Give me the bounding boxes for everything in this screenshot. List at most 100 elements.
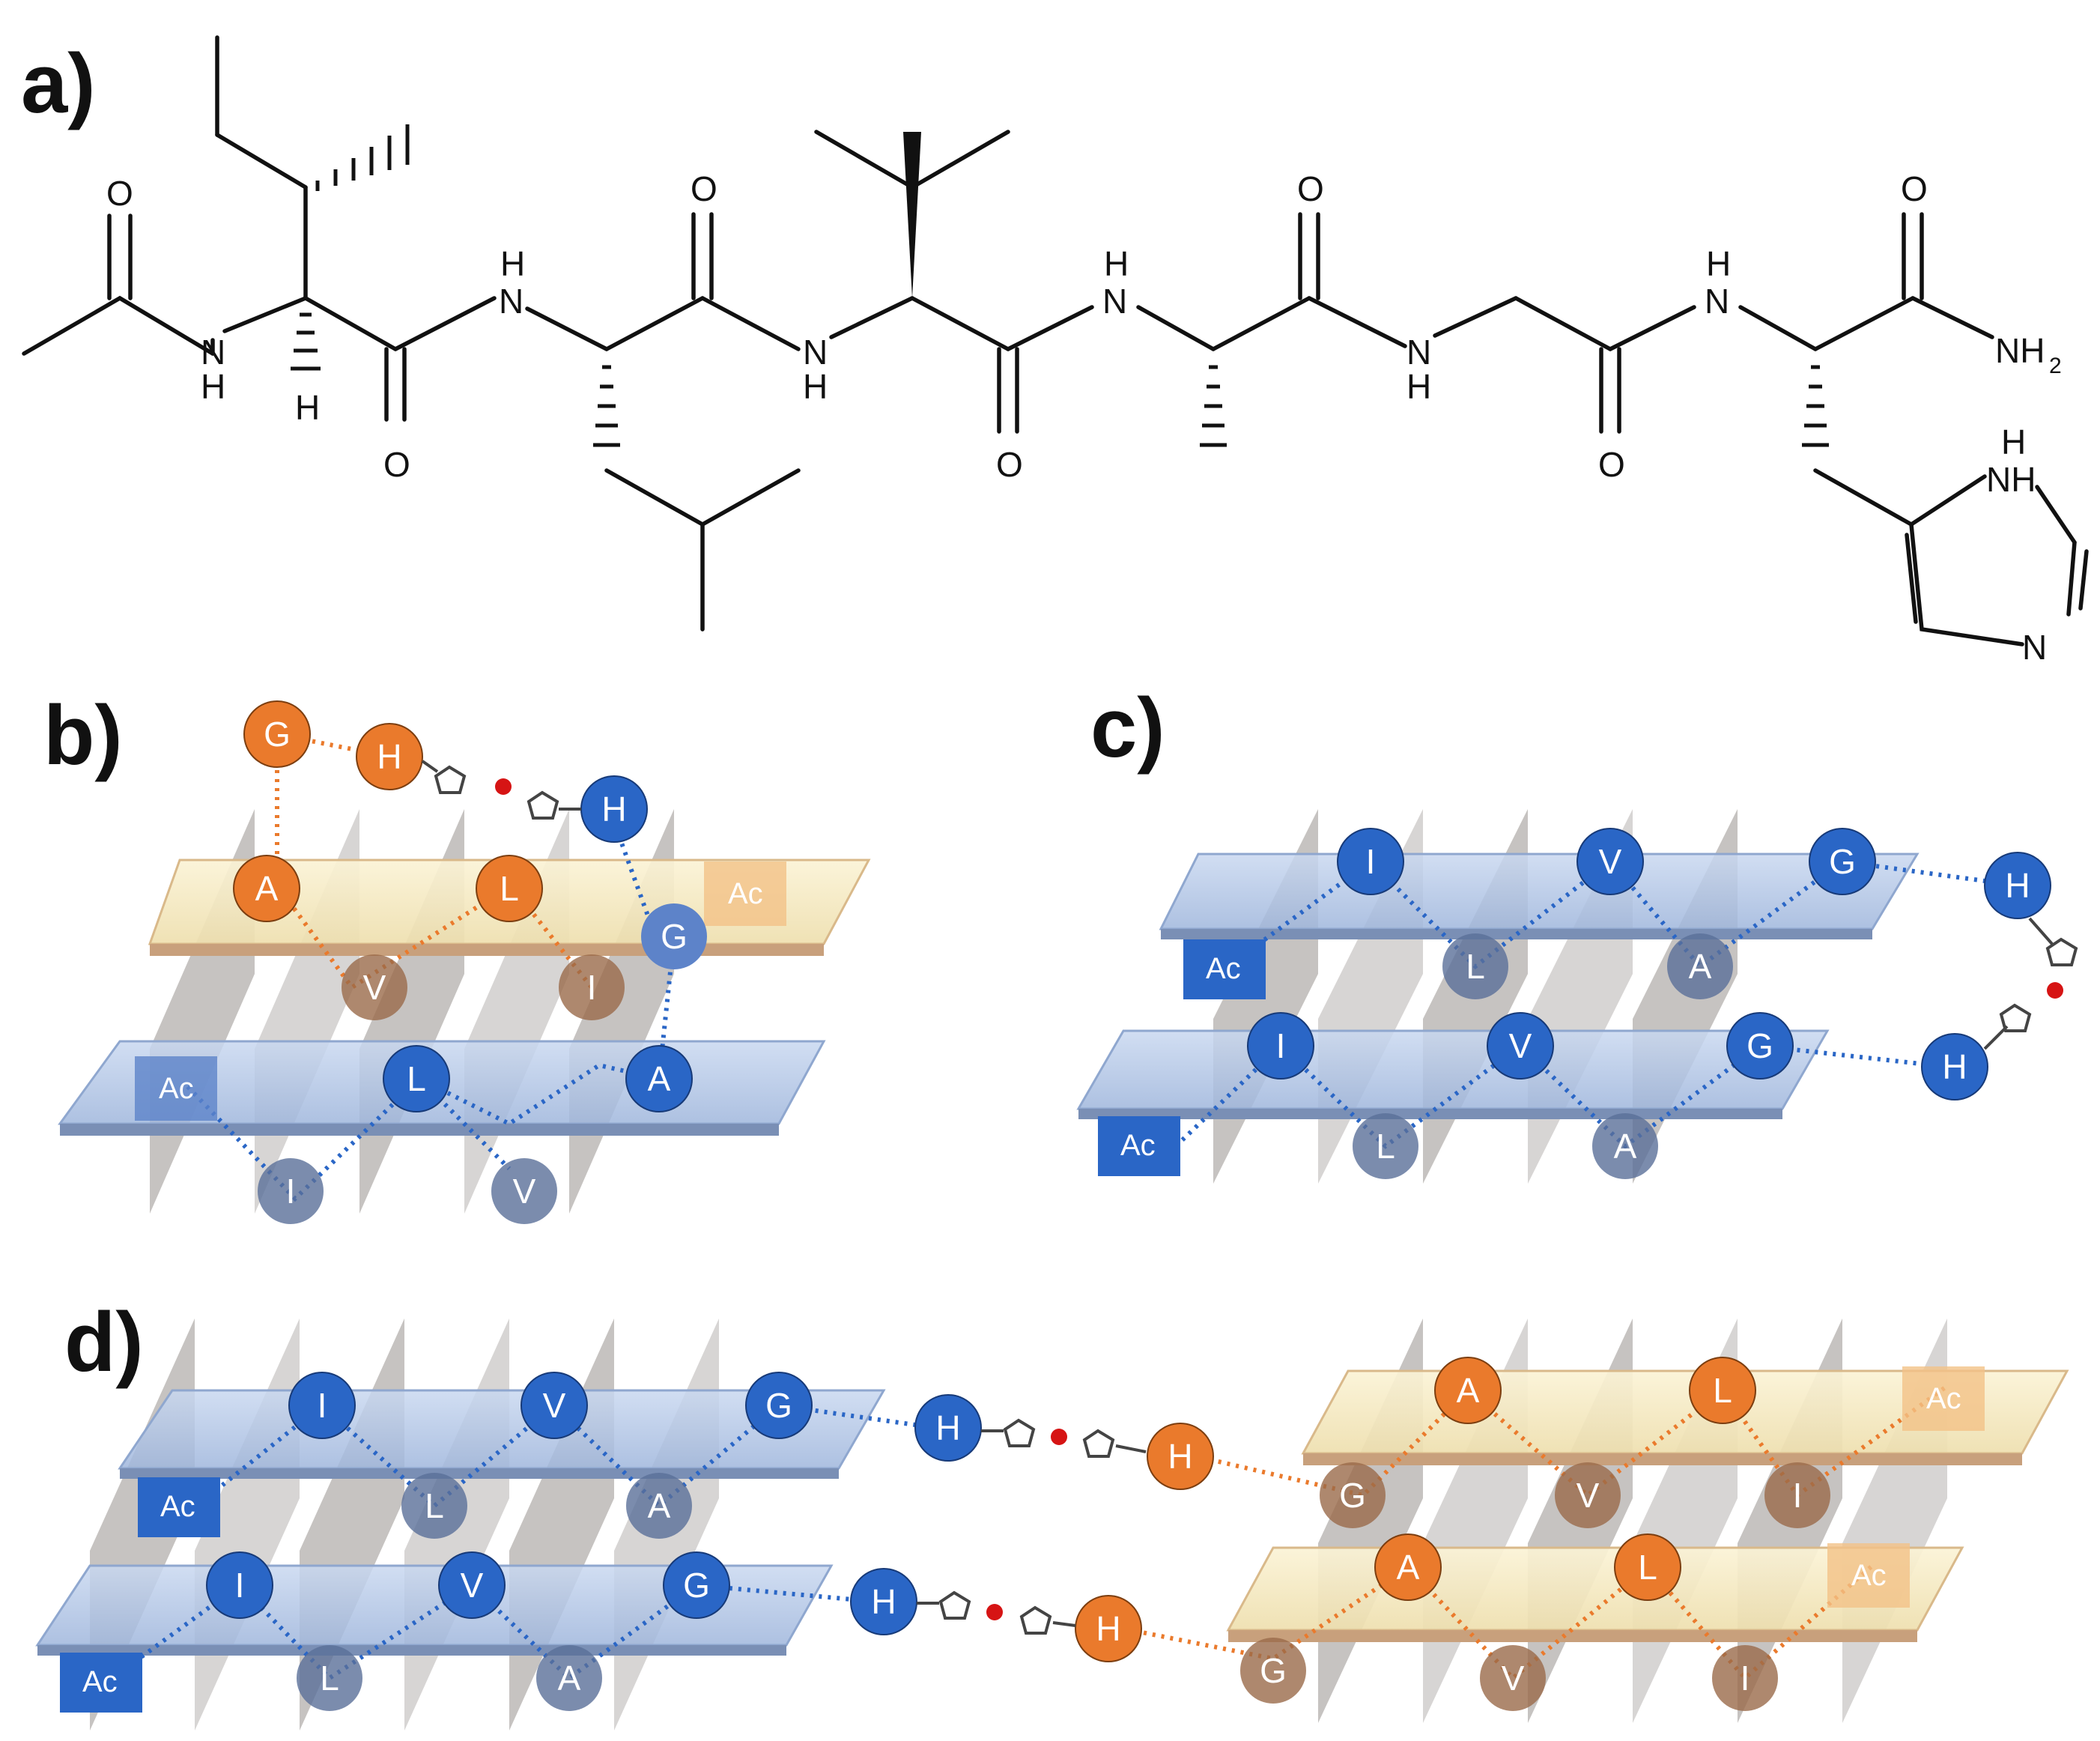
atom-nh: NH	[1986, 460, 2036, 499]
residue-label: A	[1614, 1127, 1637, 1166]
residue-label: G	[1260, 1651, 1287, 1690]
atom-labels: O N H H O H N O N H O H N O N H O H N O …	[106, 169, 2062, 667]
residue-label: I	[1276, 1026, 1286, 1065]
residue-l	[1353, 1113, 1418, 1179]
panel-b: b) Ac	[43, 688, 871, 1224]
residue-a	[233, 855, 300, 922]
residue-g	[641, 903, 707, 969]
residue-h	[1984, 852, 2051, 919]
acetyl-bond	[22, 295, 215, 356]
residue-g	[1726, 1012, 1794, 1080]
residue-h	[356, 723, 423, 790]
residue-label: G	[661, 917, 688, 956]
residue-label: L	[1713, 1371, 1732, 1410]
residue-label: H	[2005, 866, 2030, 905]
residue-i	[559, 954, 625, 1020]
residue-l	[383, 1045, 450, 1112]
atom-h: H	[2001, 423, 2026, 461]
ac-cap	[1827, 1543, 1910, 1608]
ac-cap	[1183, 939, 1266, 999]
iron-center-icon	[1051, 1429, 1067, 1445]
panel-c: c) Ac Ac I	[1076, 681, 2078, 1184]
residues: I V G L A H I V G L A H	[1247, 828, 2051, 1179]
stereo-bonds	[291, 124, 1829, 447]
residue-a	[536, 1645, 602, 1711]
ac-cap-label: Ac	[160, 1490, 195, 1523]
residue-label: V	[513, 1172, 536, 1211]
ac-caps: Ac Ac	[1098, 939, 1266, 1176]
atom-h: H	[500, 244, 525, 283]
panel-d: d)	[35, 1295, 2069, 1731]
residue-label: G	[1339, 1476, 1366, 1515]
residue-label: I	[235, 1566, 245, 1605]
residue-label: V	[1576, 1476, 1600, 1515]
atom-n: N	[1102, 282, 1127, 321]
residues: G H H A L V I G L A I V	[233, 700, 707, 1224]
ac-cap	[1098, 1116, 1180, 1176]
residue-label: L	[500, 869, 519, 908]
residue-label: L	[1376, 1127, 1395, 1166]
residue-label: I	[1793, 1476, 1803, 1515]
panel-b-label: b)	[43, 688, 123, 782]
atom-subscript-2: 2	[2049, 354, 2062, 378]
atom-h: H	[295, 388, 320, 427]
ac-cap	[1902, 1366, 1985, 1431]
residue-label: V	[1509, 1026, 1532, 1065]
iron-center-icon	[2047, 982, 2063, 999]
residue-g	[663, 1551, 730, 1619]
atom-o: O	[996, 445, 1023, 484]
ac-cap	[60, 1653, 142, 1713]
residue-label: L	[1638, 1548, 1657, 1587]
residue-label: L	[1466, 947, 1485, 986]
residue-label: I	[587, 968, 597, 1007]
atom-n: N	[2022, 628, 2047, 667]
residue-label: G	[264, 715, 291, 754]
residue-label: A	[1689, 947, 1712, 986]
ac-cap-label: Ac	[82, 1665, 118, 1698]
residue-label: G	[1829, 842, 1856, 881]
residue-h	[1075, 1595, 1142, 1662]
residue-i	[288, 1372, 356, 1439]
ac-caps: Ac Ac	[135, 862, 786, 1121]
iron-center-icon	[495, 778, 512, 795]
residue-label: V	[461, 1566, 484, 1605]
residue-label: H	[1942, 1047, 1967, 1086]
residue-v	[342, 954, 407, 1020]
residue-g	[1809, 828, 1876, 895]
residue-label: L	[425, 1486, 444, 1525]
atom-n: N	[1705, 282, 1729, 321]
residue-label: L	[407, 1059, 426, 1098]
residue-label: I	[318, 1386, 327, 1425]
residue-label: G	[1747, 1026, 1773, 1065]
residue-label: G	[765, 1386, 792, 1425]
ac-cap-label: Ac	[159, 1072, 194, 1105]
residue-label: H	[377, 737, 401, 776]
residue-h	[1921, 1033, 1988, 1100]
residue-label: H	[601, 790, 626, 829]
residue-label: I	[286, 1172, 296, 1211]
residue-i	[206, 1551, 273, 1619]
panel-a: a)	[21, 35, 2089, 667]
residue-l	[1614, 1533, 1681, 1601]
residue-label: V	[543, 1386, 566, 1425]
residue-label: V	[1502, 1659, 1525, 1698]
residue-label: A	[1397, 1548, 1420, 1587]
residue-g	[745, 1372, 813, 1439]
ac-cap-label: Ac	[1206, 952, 1241, 985]
imidazole-icon	[1983, 917, 2078, 1050]
residue-i	[258, 1158, 324, 1224]
residue-label: A	[558, 1659, 581, 1698]
residue-l	[1689, 1357, 1756, 1424]
residue-v	[1487, 1012, 1554, 1080]
residue-label: A	[648, 1059, 671, 1098]
residue-i	[1247, 1012, 1314, 1080]
residue-label: A	[1457, 1371, 1480, 1410]
atom-o: O	[383, 445, 410, 484]
ac-cap-label: Ac	[728, 877, 763, 910]
residue-i	[1764, 1462, 1830, 1528]
panel-a-label: a)	[21, 37, 96, 130]
residue-g	[243, 700, 311, 768]
atom-o: O	[106, 174, 133, 213]
peptide-structure	[22, 35, 2089, 647]
residue-g	[1320, 1462, 1386, 1528]
